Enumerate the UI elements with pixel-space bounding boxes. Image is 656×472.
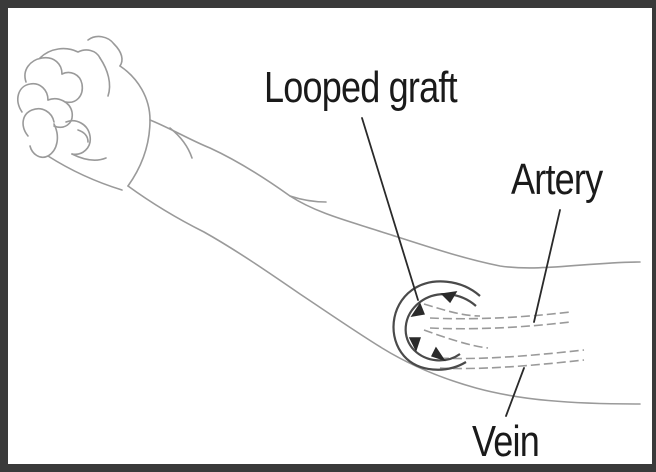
artery-vessel	[430, 312, 570, 319]
artery-label: Artery	[511, 158, 602, 202]
hand-drawing	[18, 37, 150, 190]
looped-graft-leader	[362, 118, 418, 300]
looped-graft-label: Looped graft	[264, 66, 457, 110]
vein-vessel	[440, 350, 584, 359]
vein-leader	[506, 368, 524, 416]
vein-label: Vein	[472, 420, 539, 464]
artery-vessel-lower	[430, 322, 570, 329]
artery-leader	[534, 210, 560, 322]
flow-arrows	[410, 292, 456, 360]
